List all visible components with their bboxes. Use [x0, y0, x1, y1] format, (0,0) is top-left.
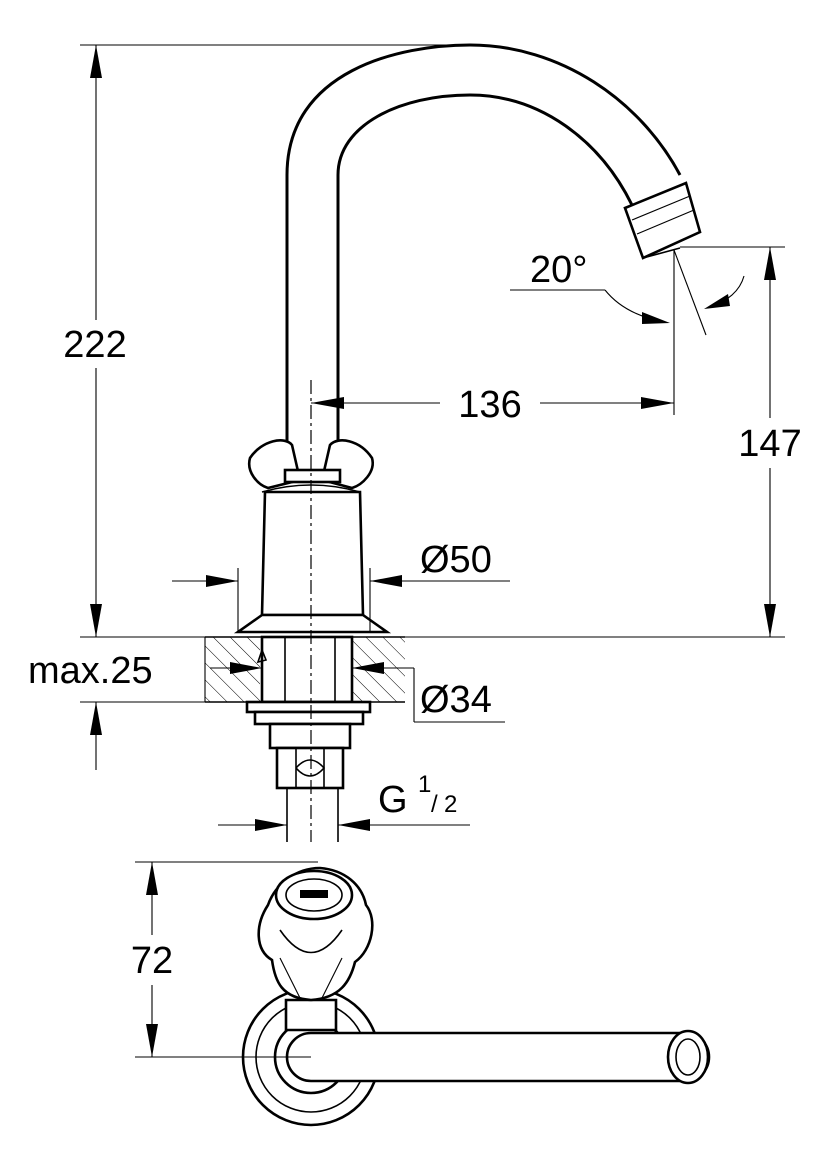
dimension-d34: Ø34	[210, 662, 505, 723]
label-147: 147	[738, 423, 801, 465]
label-thread-sep: /	[431, 791, 438, 818]
label-max25: max.25	[28, 650, 153, 692]
dimension-angle: 20°	[510, 249, 745, 336]
dimension-max25: max.25	[28, 650, 205, 770]
label-d34: Ø34	[420, 679, 492, 721]
dimension-d50: Ø50	[172, 539, 510, 632]
label-thread-num: 1	[418, 771, 431, 798]
label-thread-g: G	[378, 779, 408, 821]
dimension-72: 72	[115, 861, 318, 1058]
body-collar	[247, 439, 374, 493]
spout	[285, 43, 702, 470]
plan-view	[241, 866, 711, 1127]
faucet-body	[233, 490, 392, 634]
label-72: 72	[131, 940, 173, 982]
label-222: 222	[63, 324, 126, 366]
dimension-222: 222	[50, 44, 785, 638]
shank	[245, 635, 372, 842]
dimension-147: 147	[680, 246, 812, 637]
aerator	[623, 181, 702, 260]
dimension-136: 136	[311, 250, 675, 428]
label-d50: Ø50	[420, 539, 492, 581]
label-thread-den: 2	[444, 791, 457, 818]
label-angle: 20°	[530, 249, 587, 291]
label-136: 136	[458, 384, 521, 426]
dimension-thread: G 1 / 2	[218, 771, 470, 831]
